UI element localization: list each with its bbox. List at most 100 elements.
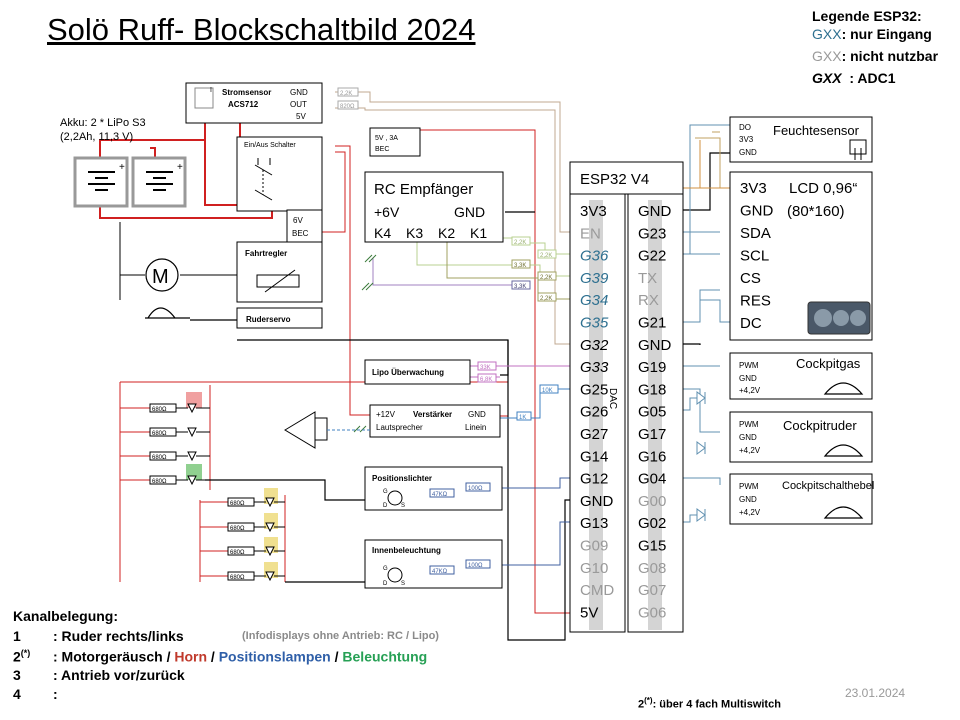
esp32-left-pins: 3V3ENG36G39G34G35G32G33G25G26G27G14G12GN… [580,203,614,621]
lipo-res2: 6,8K [480,377,492,383]
cockpit-schalthebel-icon [823,506,864,519]
current-sensor-name1: Stromsensor [222,88,271,97]
svg-text:S: S [401,503,405,509]
amplifier-plus: +12V [376,410,396,419]
esp32-title-box [569,161,684,195]
svg-text:100Ω: 100Ω [468,563,483,569]
esp32-pin-right: RX [638,292,659,309]
svg-text:680Ω: 680Ω [152,479,167,485]
legend-unusable: GXX: nicht nutzbar [812,48,939,64]
lcd-label2: (80*160) [787,203,845,220]
kanal-row-4: 4: [13,686,58,702]
esp32-pin-right: G04 [638,471,666,488]
res-10k: 10K [542,388,553,394]
esp32-pin-right: GND [638,337,672,354]
svg-text:+4,2V: +4,2V [739,446,761,455]
svg-text:S: S [401,581,405,587]
esp32-pin-left: G12 [580,471,608,488]
bec-5v-line2: BEC [375,146,389,153]
esp32-pin-left: 5V [580,604,598,621]
rc-receiver-k4: K4 [374,225,391,241]
svg-text:2,2K: 2,2K [540,275,552,281]
esp32-pin-right: G06 [638,604,666,621]
receiver-input-resistors: 2,2K 2,2K 3,3K 2,2K 3,3K 2,2K [511,236,557,302]
amplifier-gnd: GND [468,410,486,419]
lipo-res1: 33K [480,365,491,371]
amplifier-speaker: Lautsprecher [376,423,423,432]
humidity-sensor-label: Feuchtesensor [773,123,860,138]
svg-text:D: D [383,581,388,587]
esp32-pin-right: GND [638,203,672,220]
led-group-2: 680Ω 680Ω 680Ω 680Ω [227,488,285,582]
interior-lights-label: Innenbeleuchtung [372,546,441,555]
mosfet-icon [387,490,403,506]
esp32-pin-left: G35 [580,315,609,332]
svg-text:D: D [383,503,388,509]
rc-receiver-k2: K2 [438,225,455,241]
amplifier-box [369,404,501,438]
lcd-pin: DC [740,315,762,332]
esc-potentiometer [256,274,300,288]
esp32-pin-left: G39 [580,270,609,287]
battery-label: Akku: 2 * LiPo S3 (2,2Ah, 11,3 V) [60,117,146,143]
esp32-pin-left: G13 [580,515,608,532]
rudder-servo-label: Ruderservo [246,315,291,324]
lcd-pin: SDA [740,225,771,242]
esp32-pin-right: G22 [638,248,666,265]
rc-receiver-k3: K3 [406,225,423,241]
cockpit-schalthebel-label: Cockpitschalthebel [782,480,874,492]
esp32-pin-right: G05 [638,404,666,421]
svg-text:GND: GND [739,495,757,504]
rc-receiver-plus: +6V [374,204,400,220]
diode-marks [696,391,706,522]
kanalbelegung-title: Kanalbelegung: [13,608,119,624]
svg-text:I: I [210,87,212,94]
bec-6v-line2: BEC [292,229,309,238]
esp32-pin-right: G23 [638,225,666,242]
kanal-row-3: 3: Antrieb vor/zurück [13,667,185,683]
esp32-pin-left: CMD [580,582,614,599]
svg-text:2,2K: 2,2K [514,240,526,246]
current-sensor-res1: 2,2K [340,91,352,97]
amplifier-linein: Linein [465,423,486,432]
esp32-pin-right: G17 [638,426,666,443]
svg-text:PWM: PWM [739,361,759,370]
sensor-probe-icon [849,139,867,160]
svg-text:PWM: PWM [739,420,759,429]
svg-text:47KΩ: 47KΩ [432,569,448,575]
esp32-pin-left: G27 [580,426,608,443]
svg-text:47KΩ: 47KΩ [432,492,448,498]
svg-text:100Ω: 100Ω [468,486,483,492]
current-sensor-chip [194,87,214,109]
humidity-sensor-box [729,116,873,163]
kanal-row-2: 2(*): Motorgeräusch / Horn / Positionsla… [13,648,428,665]
svg-text:680Ω: 680Ω [230,501,245,507]
legend-adc1: GXX : ADC1 [812,70,896,86]
esp32-pin-left: G09 [580,538,608,555]
svg-text:PWM: PWM [739,482,759,491]
rc-receiver-k1: K1 [470,225,487,241]
esc-label: Fahrtregler [245,249,287,258]
esp32-pin-right: G19 [638,359,666,376]
esp32-pin-right: G08 [638,560,666,577]
signal-wires-red-thin [119,129,580,614]
cockpit-ruder-label: Cockpitruder [783,418,857,433]
bec-5v-line1: 5V , 3A [375,135,398,142]
svg-text:680Ω: 680Ω [230,575,245,581]
current-sensor-pin-5v: 5V [296,112,306,121]
esp32-pin-right: G15 [638,538,666,555]
speaker-icon [284,411,328,449]
lipo-monitor-label: Lipo Überwachung [372,368,444,377]
svg-text:+: + [119,162,125,173]
bec-5v-box [369,127,421,157]
svg-text:680Ω: 680Ω [230,550,245,556]
battery-1 [73,156,129,208]
cockpit-gas-label: Cockpitgas [796,356,861,371]
esp32-pin-right: G07 [638,582,666,599]
svg-text:+: + [177,162,183,173]
esp32-pin-left: G33 [580,359,609,376]
cockpit-ruder-icon [823,444,864,457]
esp32-pin-left: G25 [580,381,608,398]
